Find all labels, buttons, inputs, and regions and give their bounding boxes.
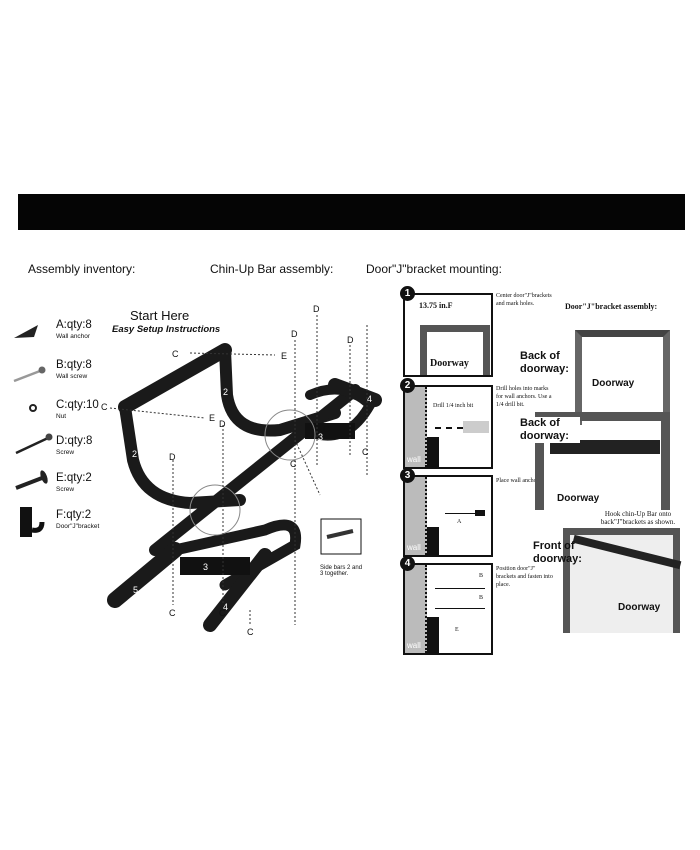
d-label: D: [169, 452, 176, 462]
c-label: C: [219, 608, 226, 618]
step-2-text: Drill holes into marks for wall anchors.…: [496, 386, 552, 408]
j-bracket-icon: [20, 507, 45, 537]
doorway-back-2: [535, 412, 670, 510]
b-label: B: [479, 595, 484, 601]
chin-up-bar-diagram: 1 2 2 3 3 4 4 5 C C C C C C C C D D D D …: [101, 304, 382, 637]
step-4-text: Position door"J" brackets and fasten int…: [496, 566, 553, 588]
foam-pad: [180, 557, 250, 575]
step-3-box: A wall: [403, 475, 493, 557]
c-label: C: [323, 424, 330, 434]
c-label: C: [362, 447, 369, 457]
c-label: C: [290, 459, 297, 469]
step-1-number: 1: [400, 286, 415, 301]
wall-label: wall: [407, 543, 421, 552]
doorway-label-1: Doorway: [592, 378, 635, 389]
d-label: D: [219, 419, 226, 429]
c-label: C: [247, 627, 254, 637]
step-3-anchor-label: A: [457, 519, 462, 525]
inventory-icons: [13, 325, 53, 537]
wall-label: wall: [407, 455, 421, 464]
hook-instruction: Hook chin-Up Bar onto back"J"brackets as…: [600, 510, 676, 526]
part-label-5: 5: [133, 585, 138, 595]
wall-label: wall: [407, 641, 421, 650]
inventory-heading: Assembly inventory:: [28, 262, 136, 276]
part-label-3: 3: [318, 432, 323, 442]
part-label-4: 4: [367, 394, 372, 404]
bracket-assembly-title: Door"J"bracket assembly:: [565, 302, 658, 311]
back-of-doorway-label-2: Back of doorway:: [520, 417, 580, 443]
e-label: E: [281, 351, 287, 361]
side-bars-note: Side bars 2 and 3 together.: [320, 565, 363, 577]
part-label-1: 1: [185, 379, 190, 389]
header-band: [18, 194, 685, 230]
wall-screw-icon: [13, 366, 46, 383]
step-3-number: 3: [400, 468, 415, 483]
part-label-2b: 2: [132, 449, 137, 459]
step-2-number: 2: [400, 378, 415, 393]
step-4-number: 4: [400, 556, 415, 571]
part-label-2: 2: [223, 387, 228, 397]
step-2-box: Drill 1/4 inch bit wall: [403, 385, 493, 469]
part-label-4b: 4: [223, 602, 228, 612]
nut-icon: [29, 404, 37, 412]
d-label: D: [313, 304, 320, 314]
step-2-drill: Drill 1/4 inch bit: [433, 403, 474, 409]
back-of-doorway-label-1: Back of doorway:: [520, 350, 569, 375]
doorway-label-2: Doorway: [557, 493, 600, 504]
doorway-label-3: Doorway: [618, 602, 661, 613]
doorway-back-1: [575, 330, 670, 425]
assembly-heading: Chin-Up Bar assembly:: [210, 262, 334, 276]
part-label-3b: 3: [203, 562, 208, 572]
c-label: C: [172, 349, 179, 359]
step-1-text: Center door"J"brackets and mark holes.: [496, 293, 552, 307]
start-subtitle: Easy Setup Instructions: [112, 324, 221, 335]
step-1-doorway: Doorway: [430, 358, 469, 369]
b-label: B: [479, 573, 484, 579]
step-1-box: 13.75 in.F Doorway: [403, 293, 493, 377]
e-label: E: [455, 627, 459, 633]
d-label: D: [347, 335, 354, 345]
step-4-box: B B E wall: [403, 563, 493, 655]
start-title: Start Here: [130, 308, 190, 323]
c-label: C: [101, 402, 108, 412]
d-label: D: [291, 329, 298, 339]
d-screw-icon: [15, 433, 53, 455]
mounting-heading: Door"J"bracket mounting:: [366, 262, 502, 276]
wall-anchor-icon: [14, 325, 38, 338]
e-screw-icon: [15, 470, 48, 490]
front-of-doorway-label: Front of doorway:: [533, 540, 582, 565]
step-1-measure: 13.75 in.F: [419, 301, 453, 310]
doorway-front: [563, 528, 680, 633]
step-3-text: Place wall anchor.: [496, 478, 540, 484]
e-label: E: [209, 413, 215, 423]
c-label: C: [169, 608, 176, 618]
